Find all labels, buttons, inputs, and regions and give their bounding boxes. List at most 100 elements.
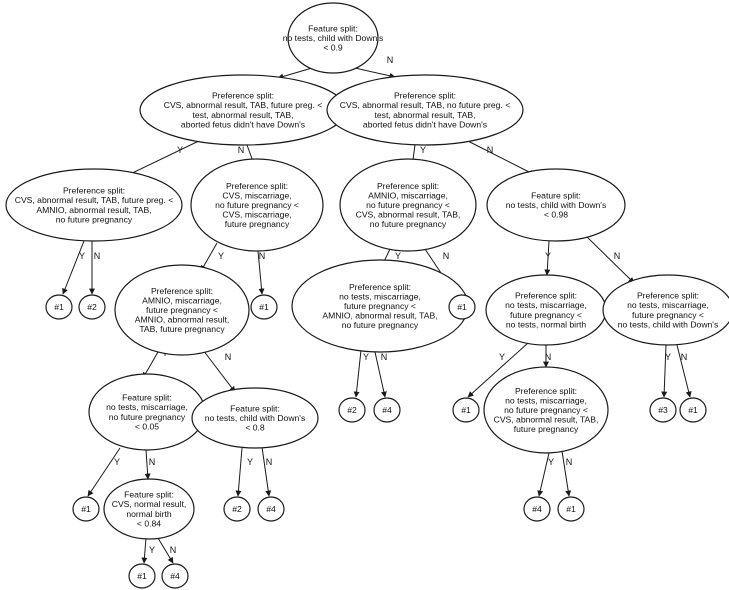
edge-label-n21-n29: N (566, 457, 573, 467)
node-text-line: #2 (347, 405, 357, 415)
node-text-line: #3 (658, 405, 668, 415)
node-text-line: #1 (461, 405, 471, 415)
node-text-line: Feature split: (124, 490, 174, 500)
node-text-line: no future pregnancy (109, 412, 186, 422)
edge-label-n5-n11: N (259, 251, 266, 261)
node-text-line: #1 (137, 571, 147, 581)
node-text-line: CVS, abnormal result, TAB, (494, 415, 599, 425)
edge-label-n12-n18: Y (363, 352, 369, 362)
edge-n5-n11 (257, 250, 265, 295)
tree-node-n22: #3 (649, 397, 677, 423)
tree-node-n31: #4 (161, 563, 189, 589)
node-text-line: no tests, miscarriage, (627, 300, 709, 310)
edge-label-n12-n19: N (381, 352, 388, 362)
edge-label-n3-n7: N (487, 145, 494, 155)
edge-n15-n22 (661, 344, 668, 398)
node-ellipse (448, 294, 476, 320)
edge-n1-n2 (277, 67, 313, 80)
tree-node-n16: Feature split:no tests, miscarriage,no f… (88, 373, 206, 451)
tree-node-n4: Preference split:CVS, abnormal result, T… (5, 168, 183, 242)
node-ellipse (114, 264, 250, 356)
edge-label-n4-n9: N (94, 251, 101, 261)
node-text-line: future pregnancy (225, 219, 290, 229)
node-text-line: no tests, child with Down's (205, 413, 306, 423)
edge-n16-n25 (144, 449, 151, 480)
node-text-line: #1 (81, 504, 91, 514)
edge-label-n1-n3: N (387, 55, 394, 65)
node-ellipse (223, 496, 251, 522)
node-text-line: #4 (266, 504, 276, 514)
edge-n25-n30 (141, 537, 148, 564)
node-text-line: #1 (566, 504, 576, 514)
node-ellipse (5, 168, 183, 242)
edge-label-n7-n15: N (614, 251, 621, 261)
edge-n7-n14 (544, 240, 551, 276)
node-ellipse (250, 294, 278, 320)
edge-n2-n4 (123, 138, 204, 178)
tree-node-n14: Preference split:no tests, miscarriage,f… (485, 274, 607, 346)
node-text-line: no future pregnancy (342, 320, 419, 330)
edges-layer: YNYNYNYNYNYNYNYNYNYNYNYNYNYNYN (62, 55, 692, 564)
node-text-line: Feature split: (531, 190, 581, 200)
tree-node-n13: #1 (448, 294, 476, 320)
tree-node-n7: Feature split:no tests, child with Down'… (486, 168, 626, 242)
edge-n1-n3 (354, 67, 396, 79)
node-text-line: Preference split: (637, 291, 699, 301)
node-text-line: no tests, child with Down's (506, 200, 607, 210)
tree-node-n3: Preference split:CVS, abnormal result, T… (326, 74, 524, 146)
tree-node-n10: Preference split:AMNIO, miscarriage,futu… (114, 264, 250, 356)
tree-node-n28: #4 (523, 496, 551, 522)
edge-label-n5-n10: Y (218, 251, 224, 261)
node-text-line: #1 (457, 302, 467, 312)
edge-n21-n28 (537, 452, 550, 497)
node-text-line: Preference split: (394, 91, 456, 101)
tree-node-n8: #1 (45, 294, 73, 320)
node-text-line: Feature split: (308, 23, 358, 33)
edge-n12-n19 (374, 351, 387, 398)
node-text-line: test, abnormal result, TAB, (193, 110, 294, 120)
node-text-line: #4 (382, 405, 392, 415)
node-text-line: CVS, abnormal result, TAB, future preg. … (15, 195, 174, 205)
node-ellipse (287, 2, 379, 74)
edge-label-n3-n6: Y (420, 145, 426, 155)
node-text-line: #1 (259, 302, 269, 312)
node-text-line: no tests, miscarriage, (505, 300, 587, 310)
node-ellipse (45, 294, 73, 320)
node-text-line: AMNIO, miscarriage, (142, 295, 222, 305)
edge-label-n17-n27: N (266, 457, 273, 467)
edge-label-n2-n4: Y (177, 145, 183, 155)
edge-n16-n24 (87, 447, 121, 497)
tree-node-n21: Preference split:no tests, miscarriage,n… (483, 366, 609, 454)
node-text-line: no future pregnancy < (215, 200, 299, 210)
edge-n12-n18 (353, 349, 362, 398)
node-text-line: < 0.98 (544, 210, 568, 220)
node-text-line: test, abnormal result, TAB, (375, 110, 476, 120)
edge-n21-n29 (561, 450, 572, 497)
tree-node-n5: Preference split:CVS, miscarriage,no fut… (190, 158, 324, 252)
node-text-line: no future pregnancy < (504, 405, 588, 415)
node-ellipse (191, 387, 319, 449)
edge-n17-n26 (235, 447, 243, 497)
node-text-line: #2 (232, 504, 242, 514)
tree-node-n18: #2 (338, 397, 366, 423)
tree-node-n24: #1 (72, 496, 100, 522)
node-ellipse (452, 397, 480, 423)
tree-node-n29: #1 (557, 496, 585, 522)
node-text-line: normal birth (126, 509, 172, 519)
edge-n7-n15 (584, 234, 635, 284)
edge-label-n14-n20: Y (499, 352, 505, 362)
edge-n17-n27 (261, 446, 272, 497)
tree-node-n19: #4 (373, 397, 401, 423)
node-text-line: no future pregnancy < (366, 200, 450, 210)
node-ellipse (257, 496, 285, 522)
node-ellipse (78, 294, 106, 320)
node-text-line: aborted fetus didn't have Down's (181, 119, 305, 129)
edge-label-n25-n31: N (170, 545, 177, 555)
node-text-line: Preference split: (226, 181, 288, 191)
node-text-line: no tests, normal birth (506, 319, 586, 329)
nodes-layer: Feature split:no tests, child with Down'… (5, 2, 729, 589)
node-text-line: #1 (54, 302, 64, 312)
node-text-line: Preference split: (515, 291, 577, 301)
node-ellipse (679, 397, 707, 423)
node-text-line: #2 (87, 302, 97, 312)
